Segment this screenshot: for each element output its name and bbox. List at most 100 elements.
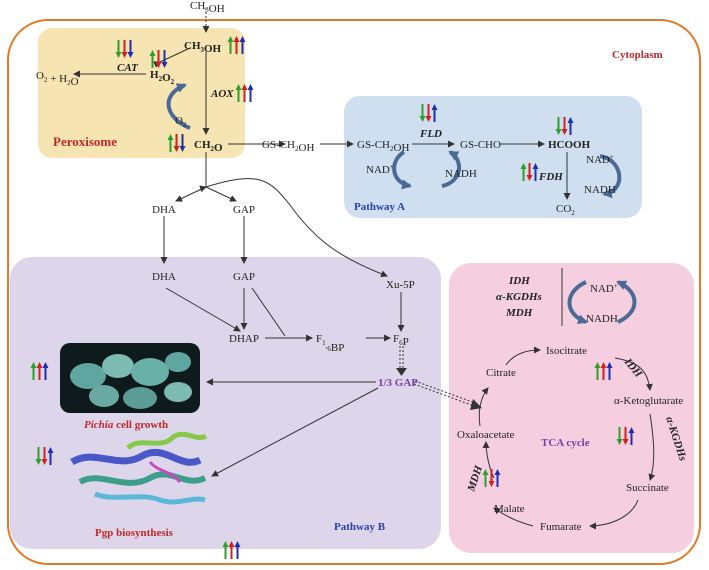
green-up-arrow-icon	[167, 134, 174, 152]
malate-label: Malate	[494, 503, 525, 515]
expression-arrows-pgp	[35, 447, 54, 465]
red-down-arrow-icon	[41, 447, 48, 465]
blue-down-arrow-icon	[127, 40, 134, 58]
red-down-arrow-icon	[425, 104, 432, 122]
red-up-arrow-icon	[600, 362, 607, 380]
expression-arrows-idh	[594, 362, 613, 380]
blue-up-arrow-icon	[47, 447, 54, 465]
nadh-label-fdh: NADH	[584, 184, 616, 196]
nad-label-tca: NAD+	[590, 282, 618, 295]
blue-up-arrow-icon	[606, 362, 613, 380]
blue-up-arrow-icon	[567, 117, 574, 135]
f6p-label: F6P	[393, 333, 409, 348]
red-down-arrow-icon	[622, 427, 629, 445]
peroxisome-compartment	[38, 28, 245, 158]
expression-arrows-akgdh	[616, 427, 635, 445]
blue-down-arrow-icon	[161, 50, 168, 68]
succinate-label: Succinate	[626, 482, 669, 494]
formaldehyde-label: CH2O	[194, 139, 223, 154]
cytoplasm-label: Cytoplasm	[612, 49, 663, 61]
tca-cycle-label: TCA cycle	[541, 437, 590, 449]
o2-h2o-label: O2 + H2O	[36, 70, 79, 88]
green-up-arrow-icon	[222, 541, 229, 559]
pathway-b-label: Pathway B	[334, 521, 386, 533]
isocitrate-label: Isocitrate	[546, 345, 587, 357]
methanol-source-label: CH3OH	[190, 0, 225, 15]
red-up-arrow-icon	[36, 362, 43, 380]
green-down-arrow-icon	[616, 427, 623, 445]
idh-list-label: IDH	[508, 275, 530, 287]
red-down-arrow-icon	[561, 117, 568, 135]
hcooh-label: HCOOH	[548, 139, 591, 151]
cell-growth-text: cell growth	[113, 419, 168, 431]
blue-up-arrow-icon	[431, 104, 438, 122]
peroxisome-label: Peroxisome	[53, 134, 117, 149]
green-up-arrow-icon	[482, 469, 489, 487]
nad-label-a: NAD+	[366, 163, 394, 176]
green-up-arrow-icon	[149, 50, 156, 68]
pgp-biosynthesis-label: Pgp biosynthesis	[95, 527, 174, 539]
expression-arrows-aox	[235, 84, 254, 102]
green-up-arrow-icon	[235, 84, 242, 102]
green-down-arrow-icon	[555, 117, 562, 135]
fumarate-label: Fumarate	[540, 521, 582, 533]
section-labels: Cytoplasm Peroxisome Pathway A Pathway B…	[53, 49, 663, 539]
blue-up-arrow-icon	[42, 362, 49, 380]
pgp-protein-structure-image	[70, 431, 208, 505]
expression-arrows-formaldehyde	[167, 134, 186, 152]
nadh-label-tca: NADH	[586, 313, 618, 325]
molecule-labels: CH3OH CH3OH H2O2 O2 + H2O O2 CH2O GS-CH2…	[36, 0, 683, 533]
red-down-arrow-icon	[155, 50, 162, 68]
akg-label: α-Ketoglutarate	[614, 395, 683, 407]
expression-arrows-growth	[30, 362, 49, 380]
dha-label-2: DHA	[152, 271, 176, 283]
expression-arrows-hcooh	[555, 117, 574, 135]
red-down-arrow-icon	[526, 163, 533, 181]
fdh-enzyme-label: FDH	[538, 171, 563, 183]
red-down-arrow-icon	[488, 469, 495, 487]
nadh-label-a: NADH	[445, 168, 477, 180]
pichia-cells-image	[60, 343, 200, 413]
expression-arrows-cat	[115, 40, 134, 58]
blue-up-arrow-icon	[239, 36, 246, 54]
expression-arrows-fld	[419, 104, 438, 122]
blue-up-arrow-icon	[234, 541, 241, 559]
red-up-arrow-icon	[233, 36, 240, 54]
pathway-a-label: Pathway A	[354, 201, 405, 213]
blue-up-arrow-icon	[532, 163, 539, 181]
methanol-label: CH3OH	[184, 40, 222, 55]
h2o2-label: H2O2	[150, 69, 175, 86]
expression-arrows	[30, 36, 635, 559]
expression-arrows-methanol	[227, 36, 246, 54]
green-down-arrow-icon	[115, 40, 122, 58]
pichia-italic: Pichia	[84, 419, 114, 431]
tca-compartment	[449, 263, 694, 553]
akgdh-list-label: α-KGDHs	[496, 291, 542, 303]
expression-arrows-h2o2	[149, 50, 168, 68]
dha-label-1: DHA	[152, 204, 176, 216]
green-down-arrow-icon	[419, 104, 426, 122]
gap-label-1: GAP	[233, 204, 255, 216]
green-up-arrow-icon	[520, 163, 527, 181]
green-down-arrow-icon	[35, 447, 42, 465]
pathway-b-compartment	[10, 257, 441, 549]
oxaloacetate-label: Oxaloacetate	[457, 429, 515, 441]
nad-label-fdh: NAD+	[586, 153, 614, 166]
gs-cho-label: GS-CHO	[460, 139, 501, 151]
co2-label: CO2	[556, 203, 575, 217]
gs-ch2oh-label-1: GS-CH2OH	[262, 139, 314, 154]
mdh-list-label: MDH	[505, 307, 533, 319]
fld-enzyme-label: FLD	[419, 128, 442, 140]
red-down-arrow-icon	[173, 134, 180, 152]
green-up-arrow-icon	[594, 362, 601, 380]
green-up-arrow-icon	[30, 362, 37, 380]
green-up-arrow-icon	[227, 36, 234, 54]
pichia-growth-label: Pichia cell growth	[84, 419, 168, 431]
red-up-arrow-icon	[228, 541, 235, 559]
red-down-arrow-icon	[121, 40, 128, 58]
o2-label: O2	[175, 115, 187, 129]
blue-up-arrow-icon	[628, 427, 635, 445]
f16bp-label: F1,6BP	[316, 333, 344, 354]
